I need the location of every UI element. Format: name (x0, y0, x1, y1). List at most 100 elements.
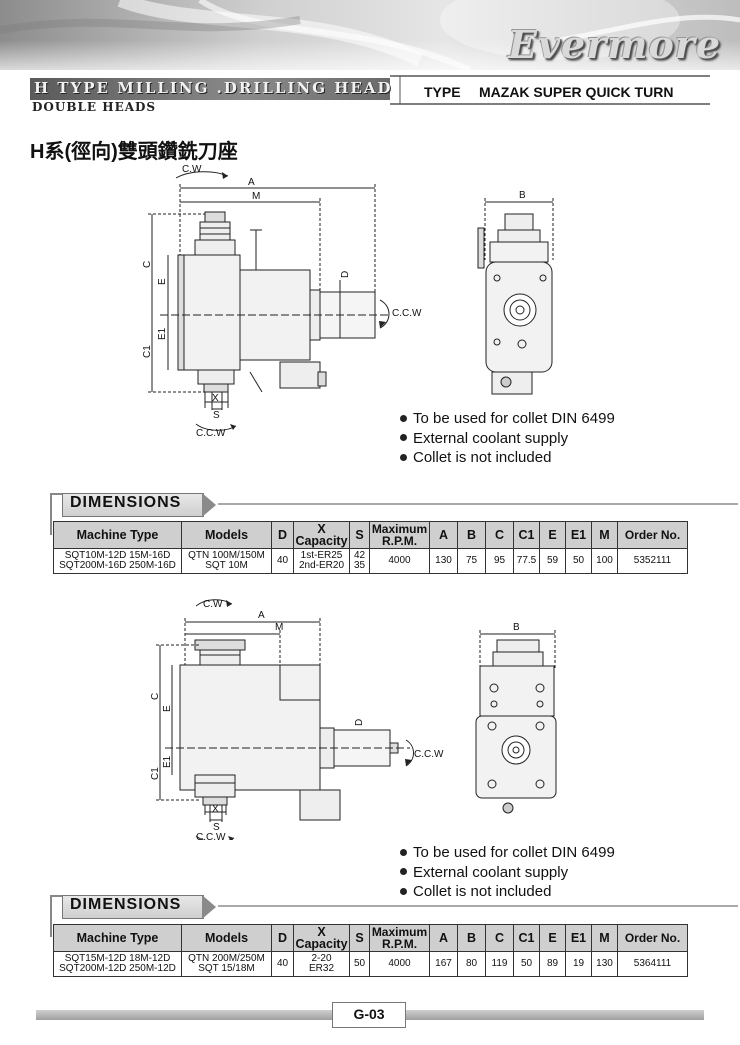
cell-a: 167 (429, 951, 458, 977)
d2-label-a: A (258, 610, 265, 621)
main-title: H TYPE MILLING .DRILLING HEAD (34, 79, 393, 97)
bullet-icon (400, 887, 407, 895)
th-e: E (539, 924, 566, 952)
th-c1: C1 (513, 924, 540, 952)
th-machine-type: Machine Type (53, 924, 182, 952)
th-c: C (485, 521, 514, 549)
cell-rpm: 4000 (369, 548, 430, 574)
title-strip (30, 78, 390, 100)
dimensions-label: DIMENSIONS (70, 896, 182, 913)
cell-c: 95 (485, 548, 514, 574)
d1-label-e1: E1 (157, 327, 168, 340)
cell-rpm: 4000 (369, 951, 430, 977)
notes-2: To be used for collet DIN 6499 External … (400, 843, 615, 902)
cell-order-no: 5364111 (617, 951, 688, 977)
d2-label-cw: C.W (203, 599, 223, 610)
th-m: M (591, 924, 618, 952)
cell-m: 100 (591, 548, 618, 574)
th-e1: E1 (565, 924, 592, 952)
d1-label-cw: C.W (182, 164, 202, 175)
d2-label-c: C (150, 693, 161, 700)
cell-s: 50 (349, 951, 370, 977)
notes-1: To be used for collet DIN 6499 External … (400, 409, 615, 468)
sub-title: DOUBLE HEADS (32, 100, 157, 114)
d1-label-b: B (519, 190, 526, 201)
d2-label-ccw-bottom: C.C.W (196, 832, 226, 840)
cell-e1: 19 (565, 951, 592, 977)
d1-label-x: X (212, 393, 219, 404)
chinese-title: H系(徑向)雙頭鑽銑刀座 (30, 141, 238, 163)
d1-label-d: D (340, 271, 351, 278)
type-label: TYPE (424, 84, 461, 100)
d2-label-e: E (162, 705, 173, 712)
note-item: External coolant supply (400, 863, 615, 883)
d1-label-e: E (157, 278, 168, 285)
th-e: E (539, 521, 566, 549)
cell-b: 75 (457, 548, 486, 574)
d1-label-c: C (142, 261, 153, 268)
note-item: To be used for collet DIN 6499 (400, 843, 615, 863)
d1-label-a: A (248, 177, 255, 188)
cell-order-no: 5352111 (617, 548, 688, 574)
d2-label-d: D (354, 719, 365, 726)
d2-label-c1: C1 (150, 767, 161, 780)
header-band (0, 0, 740, 105)
cell-m: 130 (591, 951, 618, 977)
bullet-icon (400, 868, 407, 876)
th-order-no: Order No. (617, 924, 688, 952)
drawing-2: C.W A M B C E C1 E1 D X S C.C.W C.C.W (150, 599, 557, 840)
th-a: A (429, 924, 458, 952)
th-b: B (457, 521, 486, 549)
bullet-icon (400, 434, 407, 442)
th-c1: C1 (513, 521, 540, 549)
bullet-icon (400, 453, 407, 461)
cell-a: 130 (429, 548, 458, 574)
dimensions-label: DIMENSIONS (70, 494, 182, 511)
cell-d: 40 (271, 548, 294, 574)
cell-d: 40 (271, 951, 294, 977)
th-d: D (271, 521, 294, 549)
d2-label-e1: E1 (162, 755, 173, 768)
d2-label-b: B (513, 622, 520, 633)
th-m: M (591, 521, 618, 549)
d1-label-ccw-bottom: C.C.W (196, 428, 226, 439)
d2-label-ccw-side: C.C.W (414, 749, 444, 760)
page-number-box (332, 1002, 406, 1028)
th-e1: E1 (565, 521, 592, 549)
d2-label-s: S (213, 822, 220, 833)
cell-b: 80 (457, 951, 486, 977)
cell-e1: 50 (565, 548, 592, 574)
th-machine-type: Machine Type (53, 521, 182, 549)
note-item: Collet is not included (400, 448, 615, 468)
d1-label-ccw-side: C.C.W (392, 308, 422, 319)
bullet-icon (400, 414, 407, 422)
type-value: MAZAK SUPER QUICK TURN (479, 84, 674, 100)
drawing-1: C.W A M B C E C1 E1 D X S C.C.W C.C.W (142, 164, 554, 439)
d1-label-c1: C1 (142, 345, 153, 358)
th-s: S (349, 521, 370, 549)
note-item: To be used for collet DIN 6499 (400, 409, 615, 429)
cell-e: 59 (539, 548, 566, 574)
d1-label-s: S (213, 410, 220, 421)
th-b: B (457, 924, 486, 952)
th-d: D (271, 924, 294, 952)
cell-c1: 77.5 (513, 548, 540, 574)
cell-e: 89 (539, 951, 566, 977)
th-s: S (349, 924, 370, 952)
d1-label-m: M (252, 191, 260, 202)
page-number: G-03 (353, 1006, 385, 1022)
